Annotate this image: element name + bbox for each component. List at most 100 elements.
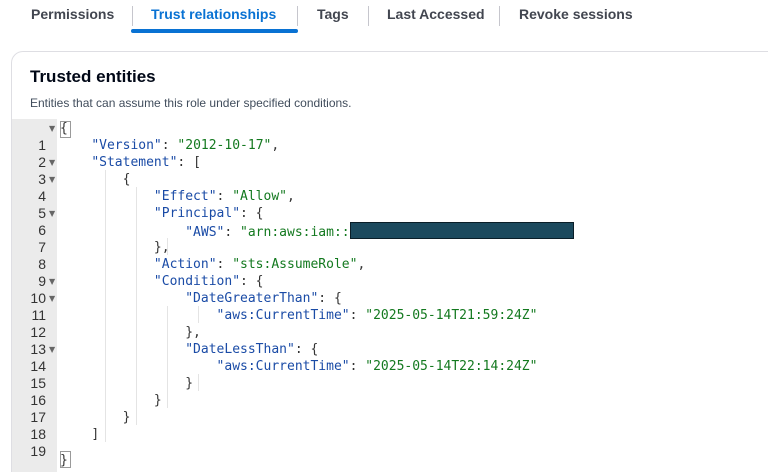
json-key: "aws:CurrentTime" (216, 308, 350, 323)
panel-description: Entities that can assume this role under… (30, 96, 352, 110)
indent-guide (167, 306, 168, 408)
panel-title: Trusted entities (30, 67, 156, 86)
line-number: 18 (30, 426, 46, 442)
json-brace: { (60, 121, 68, 136)
json-string: "sts:AssumeRole" (232, 257, 358, 272)
code-line: 7 "AWS": "arn:aws:iam:: (12, 222, 768, 255)
fold-caret-icon[interactable]: ▼ (49, 345, 56, 354)
fold-caret-icon[interactable]: ▼ (49, 294, 56, 303)
code-line: 6 ▼ "Principal": { (12, 205, 768, 238)
json-brace: { (255, 274, 264, 289)
tab-permissions[interactable]: Permissions (31, 6, 115, 22)
code-line: 3 ▼ "Statement": [ (12, 154, 768, 187)
line-number: 7 (38, 239, 46, 255)
line-number: 5 (38, 205, 46, 221)
active-tab-indicator (131, 29, 298, 33)
tab-bar: Permissions Trust relationships Tags Las… (0, 0, 768, 34)
tab-last-accessed[interactable]: Last Accessed (387, 6, 485, 22)
json-bracket: ] (91, 427, 100, 442)
tab-divider (297, 6, 298, 26)
code-line: 18 } (12, 409, 768, 442)
json-key: "Effect" (153, 189, 217, 204)
tab-divider (132, 6, 133, 26)
line-number: 16 (30, 392, 46, 408)
line-number-gutter (12, 119, 57, 472)
code-line: 1 ▼ { (12, 120, 768, 153)
code-line: 12 "aws:CurrentTime": "2025-05-14T21:59:… (12, 307, 768, 340)
json-key: "Principal" (153, 206, 241, 221)
tab-revoke-sessions[interactable]: Revoke sessions (519, 6, 633, 22)
tab-trust-relationships[interactable]: Trust relationships (151, 6, 277, 22)
indent-guide (105, 170, 106, 442)
line-number: 17 (30, 409, 46, 425)
code-line: 9 "Action": "sts:AssumeRole", (12, 256, 768, 289)
line-number: 14 (30, 358, 46, 374)
code-line: 16 } (12, 375, 768, 408)
json-string: "Allow" (232, 189, 287, 204)
json-key: "Statement" (91, 155, 178, 170)
json-brace: } (122, 410, 131, 425)
line-number: 11 (31, 307, 46, 323)
line-number: 13 (30, 341, 46, 357)
line-number: 4 (38, 188, 46, 204)
json-bracket: [ (193, 155, 201, 170)
line-number: 15 (30, 375, 46, 391)
json-key: "Condition" (153, 274, 241, 289)
json-brace: } (60, 453, 68, 468)
tab-divider (499, 6, 500, 26)
json-key: "Version" (91, 138, 162, 153)
json-key: "Action" (153, 257, 217, 272)
code-line: 5 "Effect": "Allow", (12, 188, 768, 221)
indent-guide (198, 306, 199, 323)
json-brace: }, (185, 325, 201, 340)
json-key: "AWS" (185, 225, 225, 240)
json-brace: { (310, 342, 319, 357)
json-brace: }, (153, 240, 170, 255)
line-number: 19 (30, 443, 46, 459)
json-brace: { (333, 291, 342, 306)
code-line: 2 "Version": "2012-10-17", (12, 137, 768, 170)
indent-guide (198, 374, 199, 391)
line-number: 8 (38, 256, 46, 272)
code-line: 10 ▼ "Condition": { (12, 273, 768, 306)
json-string: "2025-05-14T22:14:24Z" (365, 359, 538, 374)
line-number: 2 (38, 154, 46, 170)
json-brace: } (153, 393, 162, 408)
json-key: "aws:CurrentTime" (216, 359, 350, 374)
line-number: 12 (30, 324, 46, 340)
code-line: 19 ] (12, 426, 768, 459)
code-line: 17 } (12, 392, 768, 425)
line-number: 9 (38, 273, 46, 289)
json-brace: } (185, 376, 194, 391)
code-line: 15 "aws:CurrentTime": "2025-05-14T22:14:… (12, 358, 768, 391)
json-string: "2025-05-14T21:59:24Z" (365, 308, 538, 323)
line-number: 3 (38, 171, 46, 187)
bracket-match-highlight (60, 121, 71, 138)
fold-caret-icon[interactable]: ▼ (49, 277, 56, 286)
fold-caret-icon[interactable]: ▼ (49, 158, 56, 167)
json-key: "DateGreaterThan" (185, 291, 319, 306)
indent-guide (167, 238, 168, 255)
fold-caret-icon[interactable]: ▼ (49, 175, 56, 184)
code-line: 4 ▼ { (12, 171, 768, 204)
code-line: 11 ▼ "DateGreaterThan": { (12, 290, 768, 323)
json-brace: { (255, 206, 264, 221)
bracket-match-highlight (60, 451, 71, 468)
json-string: "2012-10-17" (177, 138, 272, 153)
code-line: 8 }, (12, 239, 768, 272)
fold-caret-icon[interactable]: ▼ (49, 209, 56, 218)
json-brace: { (122, 172, 131, 187)
json-key: "DateLessThan" (185, 342, 295, 357)
line-number: 20 (12, 469, 46, 472)
fold-caret-icon[interactable]: ▼ (49, 124, 56, 133)
line-number: 6 (38, 222, 46, 238)
json-string: "arn:aws:iam:: (240, 225, 350, 240)
tab-tags[interactable]: Tags (317, 6, 349, 22)
code-line: 20 } (12, 452, 768, 472)
indent-guide (136, 187, 137, 425)
code-line: 14 ▼ "DateLessThan": { (12, 341, 768, 374)
line-number: 1 (38, 137, 46, 153)
redacted-account-id (349, 222, 574, 239)
policy-code-editor[interactable]: 1 ▼ { 2 "Version": "2012-10-17", 3 ▼ "St… (12, 119, 768, 472)
